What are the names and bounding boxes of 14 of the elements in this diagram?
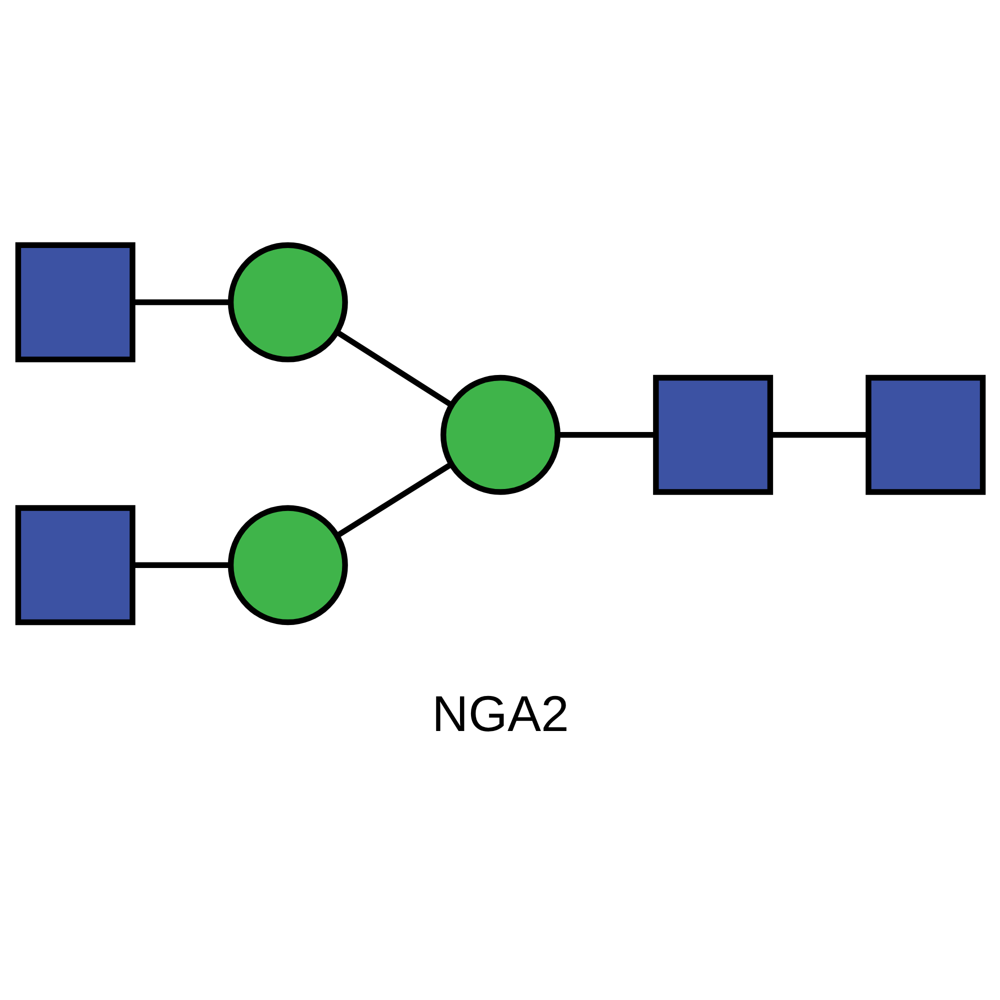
node-box	[14, 505, 135, 626]
connector	[558, 432, 656, 438]
node-circle	[227, 505, 348, 626]
connector	[770, 432, 868, 438]
node-box	[652, 374, 773, 495]
caption: NGA2	[432, 685, 568, 742]
node-box	[14, 242, 135, 362]
connector	[132, 299, 230, 306]
node-circle	[227, 242, 348, 362]
connector	[132, 562, 230, 568]
node-circle	[440, 374, 560, 495]
connector	[335, 330, 452, 408]
connector	[335, 462, 452, 538]
node-box	[865, 374, 986, 495]
